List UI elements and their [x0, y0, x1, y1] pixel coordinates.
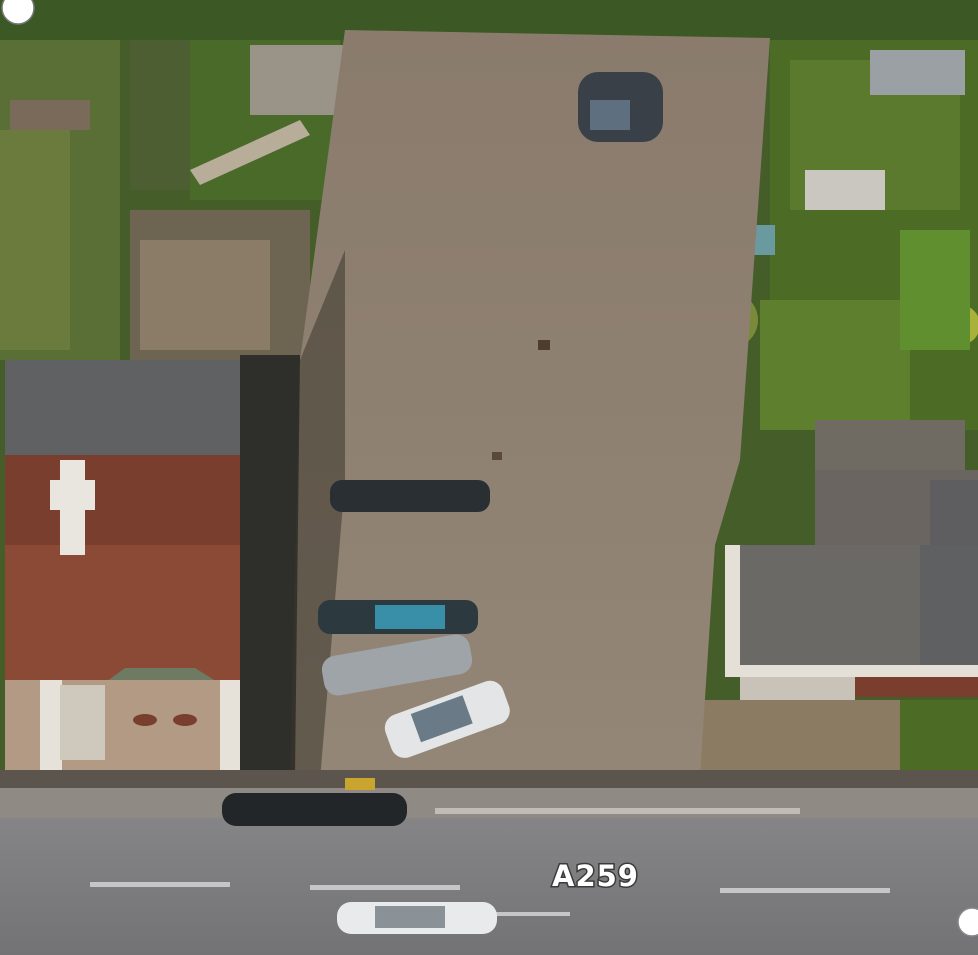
road-label: A259 — [552, 859, 639, 893]
car — [321, 634, 473, 696]
road-marking — [435, 808, 800, 814]
right-houses — [700, 420, 978, 775]
parking-bay-marking — [345, 778, 375, 790]
left-houses — [5, 355, 300, 775]
lot-stain — [492, 452, 502, 460]
zoom-icon[interactable] — [957, 907, 978, 937]
car — [330, 480, 490, 512]
pavement — [0, 770, 978, 788]
greenhouse — [870, 50, 965, 95]
parking-lot — [295, 30, 770, 775]
lane-markings — [90, 882, 890, 916]
lot-shadow — [290, 250, 345, 780]
road-car — [222, 793, 407, 826]
lot-stain — [538, 340, 550, 350]
parked-cars — [318, 72, 663, 758]
compass-icon[interactable] — [1, 0, 35, 25]
left-gardens — [0, 40, 360, 410]
